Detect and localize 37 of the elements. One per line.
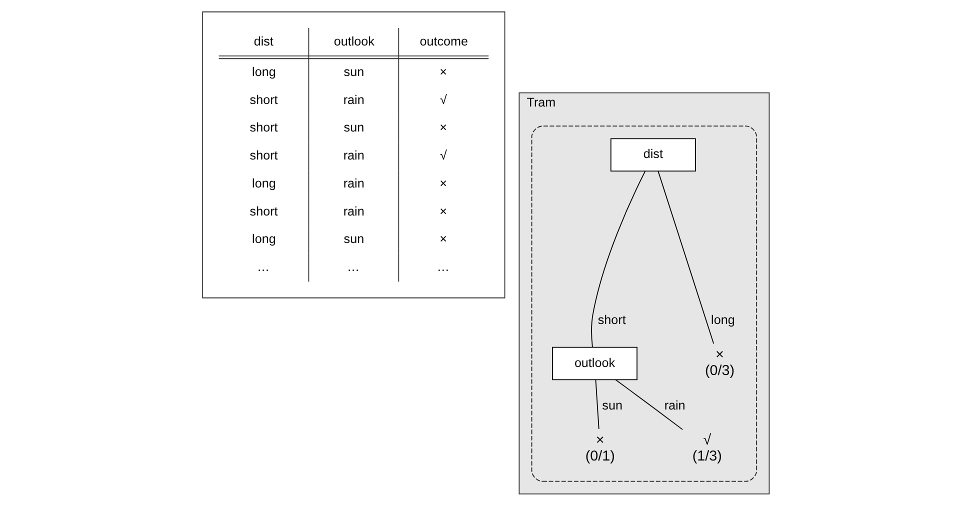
label: sun <box>344 232 364 246</box>
label: √ <box>440 92 447 107</box>
label: outlook <box>334 34 374 48</box>
label: … <box>346 260 360 274</box>
label: long <box>252 176 276 190</box>
node-text: √ <box>703 432 712 448</box>
node-label: (1/3) <box>692 448 722 464</box>
label: rain <box>343 92 364 107</box>
label: sun <box>344 64 364 79</box>
label: × <box>440 120 447 135</box>
label: outcome <box>420 34 468 48</box>
node-label: (0/3) <box>704 363 735 380</box>
label: dist <box>254 34 274 48</box>
label: sun <box>344 120 364 135</box>
node-text: × <box>596 432 604 448</box>
label: × <box>440 176 447 190</box>
label: short <box>250 92 278 107</box>
node-text: × <box>716 346 724 363</box>
label: long <box>252 232 276 246</box>
label: rain <box>343 204 364 218</box>
label: short <box>250 204 278 218</box>
label: long <box>252 64 276 79</box>
label: × <box>440 232 447 246</box>
label: … <box>257 260 270 274</box>
label: × <box>440 204 447 218</box>
label: short <box>250 148 278 163</box>
label: rain <box>343 176 364 190</box>
label: rain <box>343 148 364 163</box>
edge-label: rain <box>664 398 686 413</box>
edge-label: long <box>711 313 735 328</box>
edge-label: short <box>598 313 626 328</box>
label: × <box>440 64 447 79</box>
label: … <box>436 260 450 274</box>
label: √ <box>440 148 447 163</box>
edge-label: sun <box>602 398 622 413</box>
node-label: (0/1) <box>585 448 615 464</box>
label: short <box>250 120 278 135</box>
